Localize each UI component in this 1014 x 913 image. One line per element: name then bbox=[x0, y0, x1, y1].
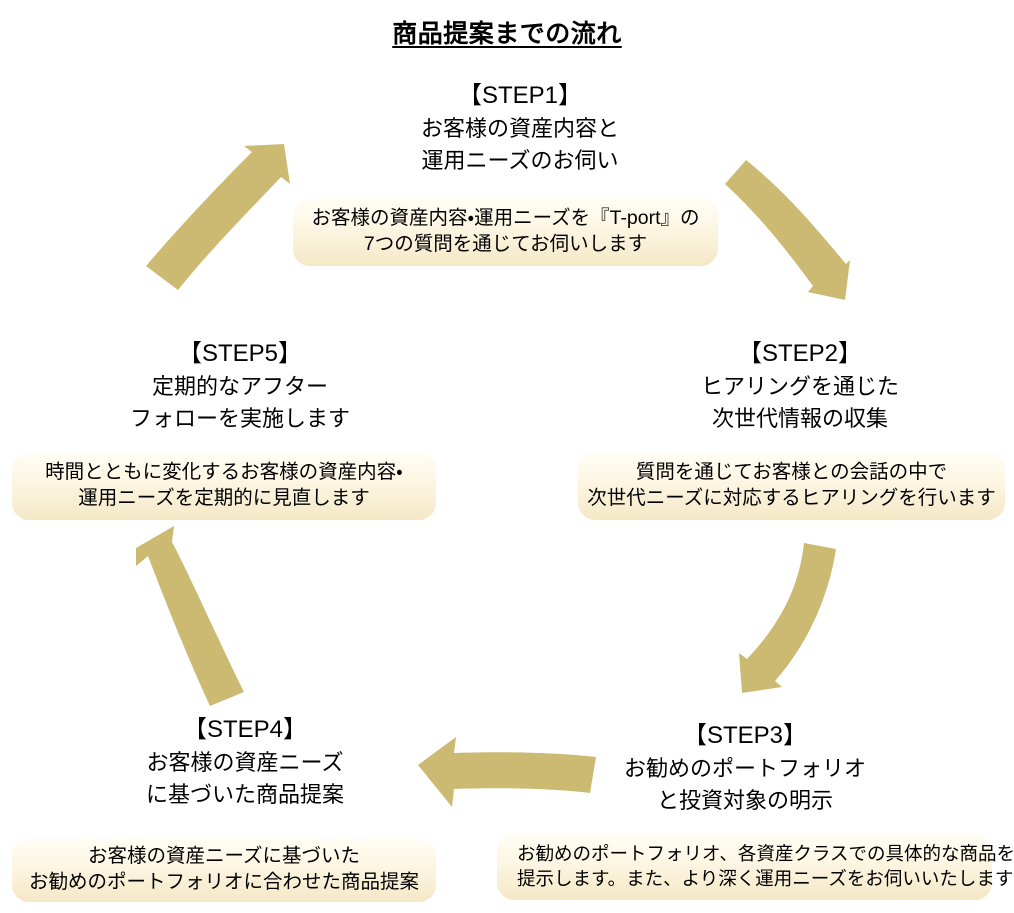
arrow-step2-to-step3-icon bbox=[739, 543, 836, 693]
arrow-step5-to-step1-icon bbox=[146, 144, 290, 290]
step-block-step4: 【STEP4】 お客様の資産ニーズ に基づいた商品提案 bbox=[65, 712, 425, 811]
arrow-step4-to-step5-icon bbox=[136, 526, 244, 706]
arrow-step3-to-step4-icon bbox=[418, 737, 596, 807]
step-heading-step2: 【STEP2】 bbox=[737, 340, 863, 367]
callout-step3-line-2: 提示します。また、より深く運用ニーズをお伺いいたします bbox=[517, 868, 1014, 889]
arrow-step1-to-step2-icon bbox=[725, 160, 850, 300]
callout-step2-line-2: 次世代ニーズに対応するヒアリングを行います bbox=[587, 487, 996, 509]
page-title: 商品提案までの流れ bbox=[392, 20, 622, 48]
callout-step5: 時間とともに変化するお客様の資産内容・ 運用ニーズを定期的に見直します bbox=[12, 452, 436, 520]
callout-step5-line-2: 運用ニーズを定期的に見直します bbox=[78, 487, 370, 509]
step-line-step3-1: お勧めのポートフォリオ bbox=[623, 756, 866, 782]
callout-step3: お勧めのポートフォリオ、各資産クラスでの具体的な商品を 提示します。また、より深… bbox=[497, 834, 1014, 900]
callout-step4-line-2: お勧めのポートフォリオに合わせた商品提案 bbox=[28, 871, 419, 893]
step-line-step2-2: 次世代情報の収集 bbox=[711, 406, 888, 432]
step-heading-step1: 【STEP1】 bbox=[457, 82, 583, 109]
step-line-step4-1: お客様の資産ニーズ bbox=[146, 750, 344, 776]
step-heading-step3: 【STEP3】 bbox=[682, 722, 808, 749]
callout-step2: 質問を通じてお客様との会話の中で 次世代ニーズに対応するヒアリングを行います bbox=[578, 452, 1005, 520]
step-line-step1-1: お客様の資産内容と bbox=[420, 116, 619, 142]
step-line-step2-1: ヒアリングを通じた bbox=[700, 374, 899, 400]
callout-step1: お客様の資産内容・運用ニーズを『T-port』の 7つの質問を通じてお伺いします bbox=[293, 198, 718, 266]
step-block-step3: 【STEP3】 お勧めのポートフォリオ と投資対象の明示 bbox=[565, 718, 925, 817]
callout-step4-line-1: お客様の資産ニーズに基づいた bbox=[87, 845, 361, 868]
callout-step1-line-1: お客様の資産内容・運用ニーズを『T-port』の bbox=[311, 207, 700, 230]
step-line-step5-2: フォローを実施します bbox=[129, 406, 350, 432]
callout-step1-line-2: 7つの質問を通じてお伺いします bbox=[363, 233, 648, 255]
step-line-step1-2: 運用ニーズのお伺い bbox=[421, 148, 619, 174]
step-line-step5-1: 定期的なアフター bbox=[151, 374, 328, 400]
callout-step4: お客様の資産ニーズに基づいた お勧めのポートフォリオに合わせた商品提案 bbox=[12, 838, 436, 902]
step-heading-step5: 【STEP5】 bbox=[177, 340, 303, 367]
step-line-step3-2: と投資対象の明示 bbox=[656, 788, 833, 814]
step-block-step1: 【STEP1】 お客様の資産内容と 運用ニーズのお伺い bbox=[340, 78, 700, 177]
step-block-step2: 【STEP2】 ヒアリングを通じた 次世代情報の収集 bbox=[620, 336, 980, 435]
callout-step2-line-1: 質問を通じてお客様との会話の中で bbox=[635, 461, 948, 484]
step-heading-step4: 【STEP4】 bbox=[182, 716, 308, 743]
callout-step3-line-1: お勧めのポートフォリオ、各資産クラスでの具体的な商品を bbox=[517, 843, 1014, 865]
callout-step5-line-1: 時間とともに変化するお客様の資産内容・ bbox=[45, 461, 403, 484]
step-block-step5: 【STEP5】 定期的なアフター フォローを実施します bbox=[60, 336, 420, 435]
step-line-step4-2: に基づいた商品提案 bbox=[145, 782, 344, 808]
